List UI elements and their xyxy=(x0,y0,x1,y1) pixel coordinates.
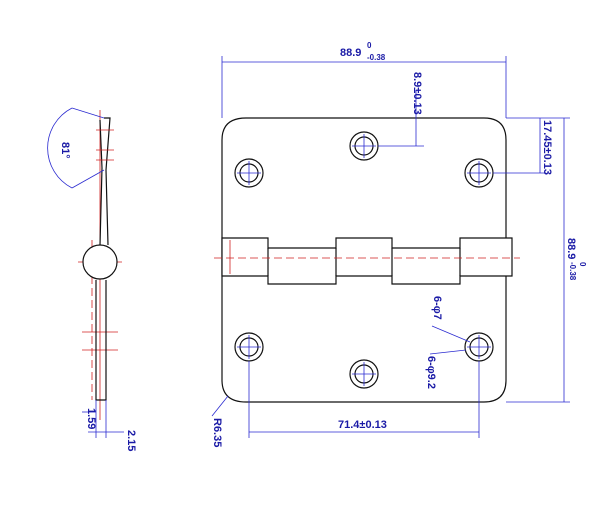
knuckle-circle xyxy=(82,244,118,280)
inner-hole-leader xyxy=(431,325,471,343)
screw-hole-top-center xyxy=(349,131,379,161)
screw-hole-lower-left xyxy=(234,332,264,362)
screw-hole-upper-left xyxy=(234,158,264,188)
offset-label: 2.15 xyxy=(125,430,137,451)
inner-hole-label: 6-φ7 xyxy=(431,296,443,320)
angle-label: 81° xyxy=(59,142,71,159)
height-main-label: 88.9 xyxy=(565,238,577,259)
angle-leader-2 xyxy=(71,169,105,189)
width-tol-lower: -0.38 xyxy=(367,53,386,62)
height-tol-upper: 0 xyxy=(578,262,587,267)
side-view: 1.59 2.15 81° xyxy=(47,107,137,451)
knuckle-band xyxy=(221,237,513,285)
width-tol-upper: 0 xyxy=(367,41,372,50)
corner-radius-label: R6.35 xyxy=(211,418,223,447)
hole-spacing-label: 71.4±0.13 xyxy=(338,419,387,431)
lower-leaf xyxy=(95,280,107,401)
front-view: 88.9 0 -0.38 8.9±0.13 17.45±0.13 88.9 0 … xyxy=(211,41,587,447)
width-main-label: 88.9 xyxy=(340,47,361,59)
hinge-plate-outline xyxy=(221,117,507,403)
upper-leaf xyxy=(104,117,111,246)
height-tol-lower: -0.38 xyxy=(568,262,577,281)
top-hole-offset-label: 8.9±0.13 xyxy=(411,72,423,115)
outer-hole-label: 6-φ9.2 xyxy=(425,356,437,389)
angle-leader-1 xyxy=(71,107,105,119)
screw-hole-lower-right xyxy=(464,332,494,362)
angle-arc xyxy=(47,107,73,189)
outer-hole-leader xyxy=(429,349,467,355)
side-hole-offset-label: 17.45±0.13 xyxy=(541,120,553,175)
thickness-label: 1.59 xyxy=(85,408,97,429)
screw-hole-upper-right xyxy=(464,158,494,188)
upper-leaf-inner xyxy=(99,119,103,246)
screw-hole-bottom-center xyxy=(349,359,379,389)
radius-leader xyxy=(211,395,229,417)
